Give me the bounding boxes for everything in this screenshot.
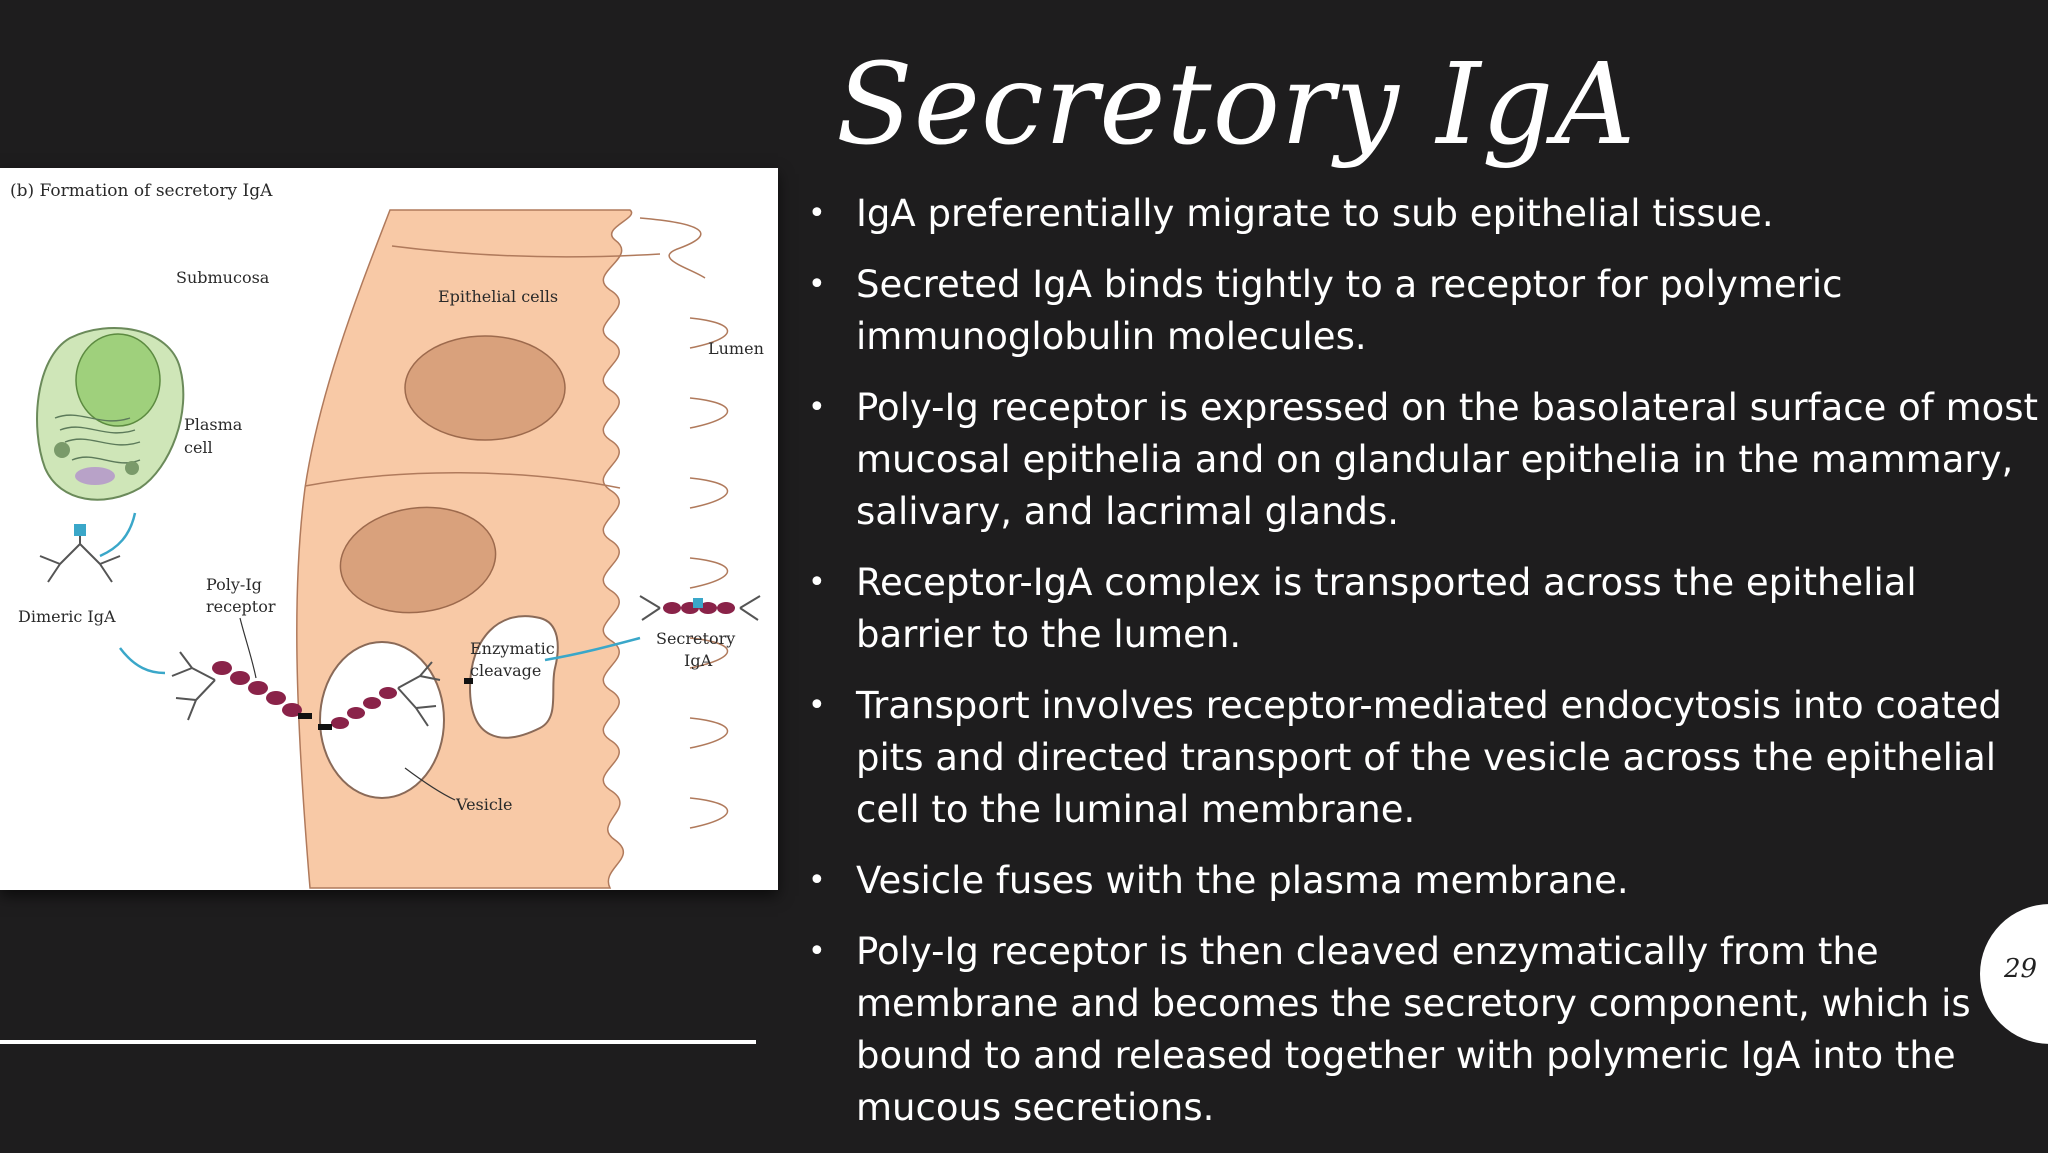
receptor-anchor [298, 713, 312, 719]
vesicle-receptor [331, 687, 397, 729]
epithelial-nucleus [339, 506, 497, 614]
bullet-icon: • [808, 934, 826, 969]
bullet-icon: • [808, 390, 826, 425]
label-epithelial-cells: Epithelial cells [438, 287, 558, 306]
vesicle-iga [397, 661, 441, 727]
bullet-text: Poly-Ig receptor is then cleaved enzymat… [856, 930, 1971, 1129]
mitochondrion [125, 461, 139, 475]
golgi [75, 467, 115, 485]
bullet-item: • Poly-Ig receptor is then cleaved enzyma… [800, 926, 2040, 1134]
secretory-iga-diagram: (b) Formation of secretory IgA [0, 168, 778, 890]
bullet-text: IgA preferentially migrate to sub epithe… [856, 192, 1774, 235]
dimeric-iga [39, 528, 121, 583]
receptor-pointer [239, 617, 257, 679]
cleavage-mark [464, 678, 473, 684]
label-enzymatic: Enzymatic [470, 639, 555, 658]
label-lumen: Lumen [708, 339, 764, 358]
j-chain [74, 524, 86, 536]
secretion-arrow [99, 512, 137, 558]
bullet-icon: • [808, 863, 826, 898]
bullet-icon: • [808, 688, 826, 723]
poly-ig-receptor [212, 661, 302, 717]
divider-line [0, 1040, 756, 1044]
bullet-list: • IgA preferentially migrate to sub epith… [800, 188, 2040, 1153]
bullet-text: Poly-Ig receptor is expressed on the bas… [856, 386, 2039, 533]
plasma-cell-nucleus [75, 333, 161, 427]
page-number: 29 [2004, 954, 2038, 984]
label-secretory: Secretory [656, 629, 735, 648]
label-dimeric-iga: Dimeric IgA [18, 607, 116, 626]
cell-boundary [391, 245, 661, 258]
bullet-item: • Vesicle fuses with the plasma membrane. [800, 855, 2040, 907]
bullet-text: Transport involves receptor-mediated end… [856, 684, 2002, 831]
vesicle-anchor [318, 724, 332, 730]
label-cell: cell [184, 438, 213, 457]
bullet-icon: • [808, 196, 826, 231]
bullet-text: Vesicle fuses with the plasma membrane. [856, 859, 1629, 902]
label-iga: IgA [684, 651, 713, 670]
label-plasma: Plasma [184, 415, 243, 434]
label-receptor: receptor [206, 597, 276, 616]
figure-caption: (b) Formation of secretory IgA [10, 181, 273, 201]
bullet-item: • Poly-Ig receptor is expressed on the ba… [800, 382, 2040, 538]
bound-iga [171, 651, 216, 721]
bullet-text: Secreted IgA binds tightly to a receptor… [856, 263, 1843, 358]
bullet-item: • Receptor-IgA complex is transported acr… [800, 557, 2040, 661]
bullet-icon: • [808, 267, 826, 302]
label-poly-ig: Poly-Ig [206, 575, 262, 594]
slide-title: Secretory IgA [836, 40, 1637, 170]
epithelial-nucleus [404, 335, 566, 441]
transport-arrow [119, 647, 166, 675]
mitochondrion [54, 442, 70, 458]
microvilli [639, 217, 728, 829]
secretory-iga [639, 595, 761, 621]
label-vesicle: Vesicle [455, 795, 512, 814]
bullet-item: • Secreted IgA binds tightly to a recepto… [800, 259, 2040, 363]
bullet-text: Receptor-IgA complex is transported acro… [856, 561, 1917, 656]
vesicle [319, 641, 445, 799]
cell-boundary [304, 472, 621, 489]
vesicle-pointer [404, 767, 456, 801]
bullet-icon: • [808, 565, 826, 600]
label-submucosa: Submucosa [176, 268, 270, 287]
bullet-item: • Transport involves receptor-mediated en… [800, 680, 2040, 836]
bullet-item: • IgA preferentially migrate to sub epith… [800, 188, 2040, 240]
release-arrow [544, 636, 641, 662]
label-cleavage: cleavage [470, 661, 541, 680]
